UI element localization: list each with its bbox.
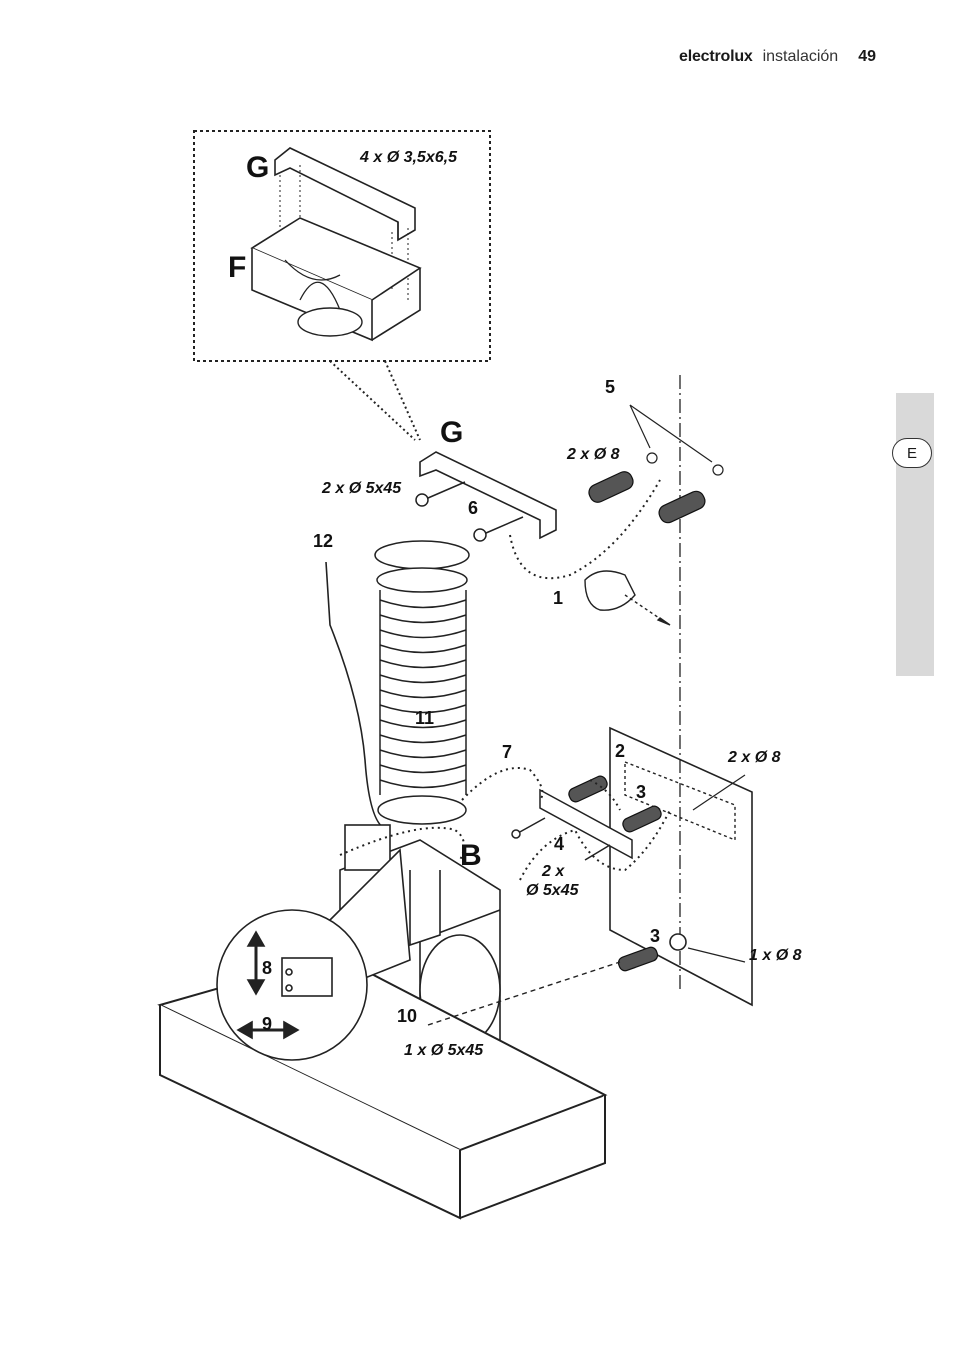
dotted-paths-lower xyxy=(461,767,671,881)
spec-screws-top: 2 x Ø 5x45 xyxy=(321,480,402,497)
label-11: 11 xyxy=(415,708,434,728)
language-indicator: E xyxy=(892,438,932,468)
label-7: 7 xyxy=(502,742,512,762)
screws-top xyxy=(415,481,524,542)
dashed-alignment-line xyxy=(427,961,621,1026)
dotted-path-top xyxy=(509,479,661,580)
wall-bracket xyxy=(419,451,557,540)
brand-name: electrolux xyxy=(679,48,753,65)
detail-magnifier xyxy=(216,848,411,1061)
section-title: instalación xyxy=(762,48,839,65)
wall-plugs-top xyxy=(588,471,706,524)
spec-screw-single: 1 x Ø 5x45 xyxy=(404,1042,484,1059)
page-number: 49 xyxy=(858,48,876,65)
detail-inset xyxy=(193,130,491,441)
drill-holes-top xyxy=(646,452,724,476)
label-12: 12 xyxy=(313,531,333,551)
flexible-duct xyxy=(374,540,470,825)
spec-screws-mid-line2: Ø 5x45 xyxy=(526,882,580,899)
wall-panel xyxy=(609,726,753,1007)
label-3b: 3 xyxy=(650,926,660,946)
spec-screws-mid-line1: 2 x xyxy=(541,863,565,880)
label-3a: 3 xyxy=(636,782,646,802)
label-b: B xyxy=(460,839,482,872)
wall-plugs-lower xyxy=(568,775,662,972)
spec-screws-detail: 4 x Ø 3,5x6,5 xyxy=(359,149,458,166)
power-cable xyxy=(325,561,391,831)
spec-plug-single: 1 x Ø 8 xyxy=(749,947,802,964)
drill-hand-illustration xyxy=(584,570,671,626)
lower-bracket xyxy=(511,788,633,861)
label-2: 2 xyxy=(615,741,625,761)
label-4: 4 xyxy=(554,834,564,854)
spec-plugs-panel: 2 x Ø 8 xyxy=(727,749,781,766)
label-f: F xyxy=(228,251,246,284)
label-5: 5 xyxy=(605,377,615,397)
label-6: 6 xyxy=(468,498,478,518)
page-header: electrolux instalación 49 xyxy=(679,48,876,72)
label-10: 10 xyxy=(397,1006,417,1026)
label-1: 1 xyxy=(553,588,563,608)
label-9: 9 xyxy=(262,1014,272,1034)
label-g-detail: G xyxy=(246,151,269,184)
label-8: 8 xyxy=(262,958,272,978)
label-g: G xyxy=(440,416,463,449)
spec-plugs-top: 2 x Ø 8 xyxy=(566,446,620,463)
